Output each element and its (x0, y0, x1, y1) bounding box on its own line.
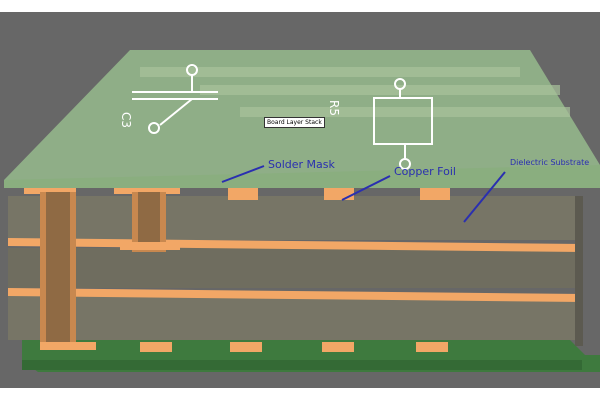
right-edge-shade (575, 196, 583, 346)
top-solder-mask-edge (4, 165, 600, 188)
bottom-pad-1 (140, 342, 172, 352)
mask-traces (140, 67, 570, 117)
silkscreen-cap-ref: C3 (119, 112, 133, 128)
copper-foil-leader (341, 175, 391, 201)
bottom-pad-2 (230, 342, 262, 352)
top-margin (0, 0, 600, 12)
blind-via (114, 186, 180, 252)
bottom-mask-edge (22, 360, 582, 370)
silkscreen-resistor (373, 78, 433, 170)
dielectric-layer-1 (8, 196, 583, 240)
dielectric-label: Dielectric Substrate (510, 158, 590, 167)
silkscreen-res-ref: R5 (327, 100, 341, 116)
copper-foil-label: Copper Foil (394, 165, 456, 178)
dielectric-layer-3 (8, 296, 583, 340)
bottom-pad-4 (416, 342, 448, 352)
silkscreen-capacitor (132, 64, 218, 134)
top-pad-3 (420, 188, 450, 200)
copper-plane-inner-2 (8, 288, 583, 302)
solder-mask-leader (221, 165, 265, 183)
solder-mask-label: Solder Mask (268, 158, 335, 171)
bottom-margin (0, 388, 600, 400)
bottom-pad-3 (322, 342, 354, 352)
top-pad-2 (324, 188, 354, 200)
through-via (24, 186, 96, 350)
dielectric-leader (463, 171, 506, 223)
dielectric-layer-2 (8, 248, 583, 288)
top-pad-1 (228, 188, 258, 200)
tooltip: Board Layer Stack (264, 117, 325, 128)
